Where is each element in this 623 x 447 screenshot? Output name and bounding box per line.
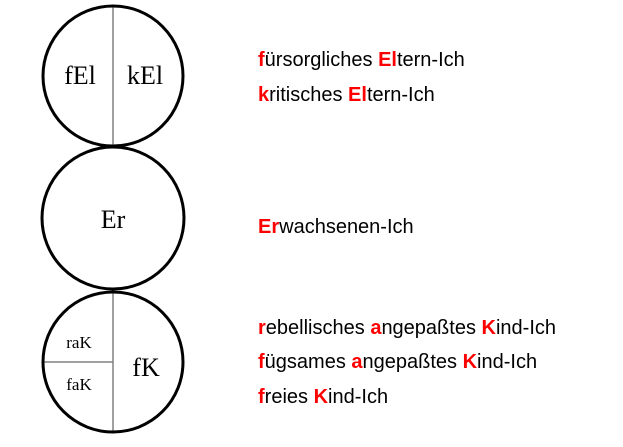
label-fK: fK xyxy=(132,353,160,382)
legend-text: ngepaßtes xyxy=(362,351,463,373)
highlight-letters: f xyxy=(258,351,265,373)
legend-text: tern-Ich xyxy=(366,84,435,106)
highlight-letters: k xyxy=(258,84,270,106)
label-fEl: fEl xyxy=(64,61,96,90)
child-ego-circle: raK faK fK xyxy=(41,290,185,434)
legend-text: reies xyxy=(264,386,314,408)
highlight-letters: r xyxy=(258,317,266,339)
parent-ego-circle: fEl kEl xyxy=(41,4,185,148)
highlight-letters: Er xyxy=(258,216,280,238)
legend-text: ngepaßtes xyxy=(381,317,482,339)
label-Er: Er xyxy=(101,205,126,234)
legend-text: ind-Ich xyxy=(328,386,389,408)
legend-text: ritisches xyxy=(269,84,349,106)
highlight-letters: K xyxy=(481,317,496,339)
legend-text: ind-Ich xyxy=(495,317,556,339)
highlight-letters: K xyxy=(462,351,478,373)
legend-line-kEl: kritisches Eltern-Ich xyxy=(258,83,435,107)
label-faK: faK xyxy=(66,375,92,394)
highlight-letters: El xyxy=(348,84,367,106)
legend-line-raK: rebellisches angepaßtes Kind-Ich xyxy=(258,316,556,340)
legend-text: wachsenen-Ich xyxy=(279,216,414,238)
highlight-letters: f xyxy=(258,386,265,408)
highlight-letters: K xyxy=(313,386,329,408)
legend-line-fK: freies Kind-Ich xyxy=(258,385,388,409)
legend-text: ürsorgliches xyxy=(264,49,379,71)
legend-text: ebellisches xyxy=(265,317,371,339)
highlight-letters: El xyxy=(378,49,397,71)
legend-line-Er: Erwachsenen-Ich xyxy=(258,215,414,239)
adult-ego-circle: Er xyxy=(40,145,186,291)
highlight-letters: a xyxy=(370,317,382,339)
label-kEl: kEl xyxy=(127,61,163,90)
legend-text: ind-Ich xyxy=(477,351,538,373)
highlight-letters: a xyxy=(351,351,363,373)
legend-text: tern-Ich xyxy=(396,49,465,71)
legend-line-fEl: fürsorgliches Eltern-Ich xyxy=(258,48,465,72)
legend-text: ügsames xyxy=(264,351,352,373)
label-raK: raK xyxy=(66,333,92,352)
highlight-letters: f xyxy=(258,49,265,71)
legend-line-faK: fügsames angepaßtes Kind-Ich xyxy=(258,350,537,374)
